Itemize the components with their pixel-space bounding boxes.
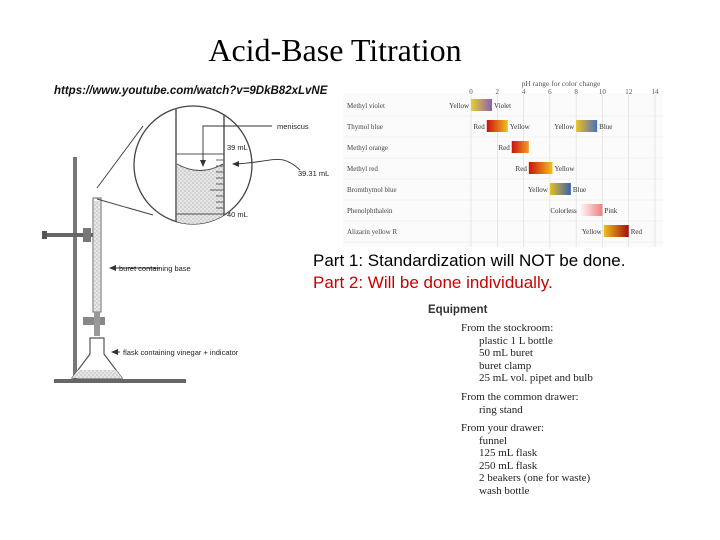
- ph-header: pH range for color change: [522, 79, 601, 88]
- ph-tick-label: 12: [625, 88, 633, 96]
- slide-title: Acid-Base Titration: [208, 32, 462, 68]
- ph-tick-label: 0: [469, 88, 473, 96]
- color-swatch: [471, 99, 493, 111]
- indicator-name: Bromthymol blue: [347, 186, 397, 194]
- indicator-name: Phenolphthalein: [347, 207, 393, 215]
- from-color-label: Red: [473, 123, 485, 131]
- equipment-item: plastic 1 L bottle: [479, 335, 553, 347]
- ph-indicator-chart: pH range for color change 0 2 4 6 8 10 12 14 Me…: [343, 79, 663, 247]
- to-color-label: Blue: [599, 123, 612, 131]
- color-swatch: [603, 225, 629, 237]
- to-color-label: Violet: [494, 102, 511, 110]
- from-color-label: Yellow: [554, 123, 575, 131]
- mark-40: 40 mL: [227, 210, 248, 219]
- part1-text: Part 1: Standardization will NOT be done…: [313, 251, 626, 270]
- indicator-name: Methyl red: [347, 165, 378, 173]
- mark-39: 39 mL: [227, 143, 248, 152]
- equipment-list: Equipment From the stockroom:plastic 1 L…: [428, 304, 628, 503]
- ph-tick-label: 8: [574, 88, 578, 96]
- equipment-group: From the common drawer:ring stand: [461, 391, 628, 416]
- equipment-group-label: From your drawer:: [461, 422, 545, 435]
- parts-text: Part 1: Standardization will NOT be done…: [313, 250, 625, 294]
- equipment-item: funnel: [479, 435, 508, 448]
- stand-rod: [73, 157, 77, 379]
- color-swatch: [511, 141, 529, 153]
- equipment-group-label: From the common drawer:: [461, 390, 579, 403]
- equipment-item: 50 mL buret: [479, 347, 533, 360]
- ph-tick-label: 4: [522, 88, 526, 96]
- to-color-label: Red: [631, 228, 643, 236]
- stand-base: [54, 379, 186, 383]
- ph-tick-label: 14: [652, 88, 660, 96]
- ph-tick-label: 6: [548, 88, 552, 96]
- from-color-label: Red: [498, 144, 510, 152]
- from-color-label: Colorless: [550, 207, 577, 215]
- to-color-label: Pink: [604, 207, 617, 215]
- video-url[interactable]: https://www.youtube.com/watch?v=9DkB82xL…: [54, 85, 328, 97]
- indicator-name: Alizarin yellow R: [347, 228, 397, 236]
- buret-clamp: [45, 233, 97, 237]
- equipment-item: buret clamp: [479, 359, 532, 372]
- equipment-item: 2 beakers (one for waste): [479, 472, 591, 485]
- buret-label: buret containing base: [119, 264, 191, 273]
- from-color-label: Yellow: [528, 186, 549, 194]
- meniscus-label: meniscus: [277, 122, 309, 131]
- equipment-group-label: From the stockroom:: [461, 322, 554, 334]
- ph-tick-label: 10: [599, 88, 607, 96]
- color-swatch: [528, 162, 553, 174]
- to-color-label: Blue: [573, 186, 586, 194]
- from-color-label: Red: [516, 165, 528, 173]
- equipment-title: Equipment: [428, 304, 488, 316]
- to-color-label: Yellow: [510, 123, 531, 131]
- equipment-item: 25 mL vol. pipet and bulb: [479, 372, 593, 385]
- color-swatch: [576, 120, 598, 132]
- color-swatch: [549, 183, 571, 195]
- equipment-item: ring stand: [479, 403, 523, 416]
- liquid: [177, 164, 223, 224]
- color-swatch: [578, 204, 603, 216]
- color-swatch: [486, 120, 508, 132]
- equipment-item: 250 mL flask: [479, 459, 538, 472]
- from-color-label: Yellow: [449, 102, 470, 110]
- indicator-name: Thymol blue: [347, 123, 383, 131]
- equipment-item: wash bottle: [479, 484, 530, 497]
- reading-label: 39.31 mL: [298, 169, 329, 178]
- buret-diagram: 39 mL 40 mL meniscus 39.31 mL buret cont…: [42, 105, 329, 383]
- indicator-name: Methyl violet: [347, 102, 385, 110]
- indicator-name: Methyl orange: [347, 144, 388, 152]
- flask-label: flask containing vinegar + indicator: [123, 348, 239, 357]
- equipment-item: 125 mL flask: [479, 447, 538, 460]
- to-color-label: Yellow: [554, 165, 575, 173]
- ph-tick-label: 2: [496, 88, 500, 96]
- part2-text: Part 2: Will be done individually.: [313, 273, 553, 292]
- from-color-label: Yellow: [582, 228, 603, 236]
